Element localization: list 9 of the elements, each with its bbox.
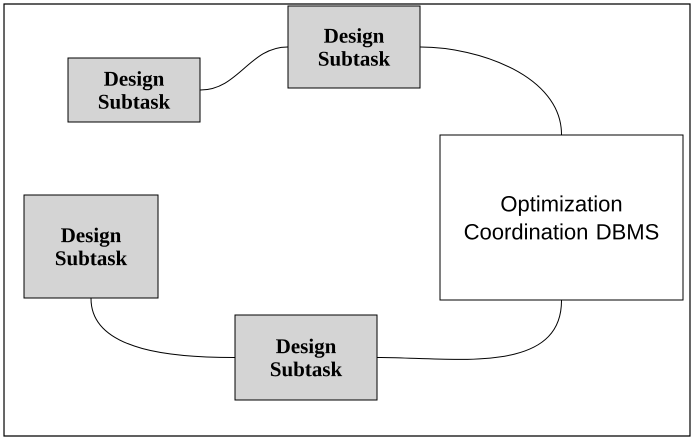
task-box: Design Subtask xyxy=(68,58,200,122)
task-box: Design Subtask xyxy=(24,194,158,298)
connector xyxy=(420,46,562,135)
task-box: Design Subtask xyxy=(288,6,420,88)
connector xyxy=(377,300,562,360)
connector xyxy=(200,46,288,90)
process-box: Optimization Coordination DBMS xyxy=(440,134,684,300)
connector xyxy=(90,298,235,358)
task-box: Design Subtask xyxy=(234,314,378,400)
